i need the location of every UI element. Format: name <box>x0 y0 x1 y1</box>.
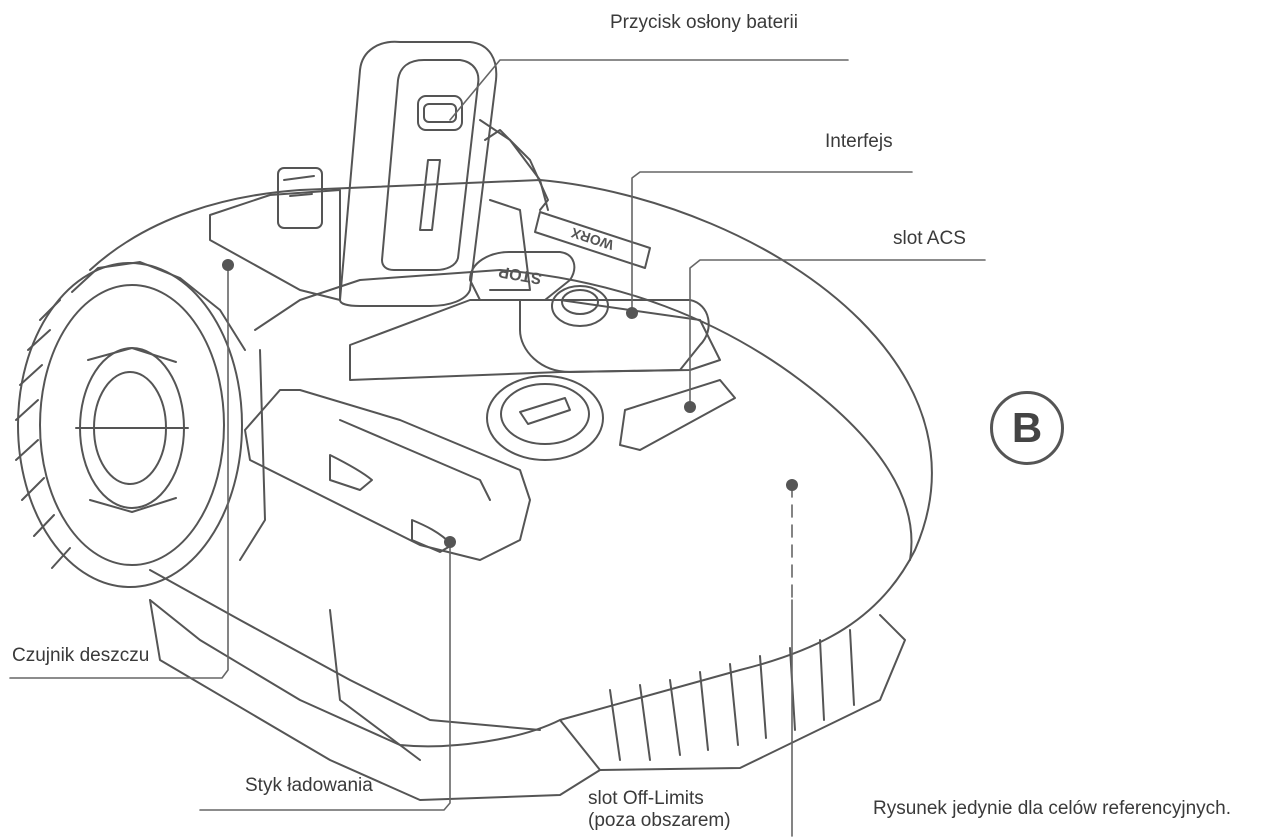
label-rain-sensor: Czujnik deszczu <box>12 645 150 666</box>
battery-compartment <box>209 129 549 301</box>
battery-cover <box>339 40 498 307</box>
label-off-limits-line1: slot Off-Limits <box>588 788 704 809</box>
left-wheel <box>15 261 246 588</box>
leader-dots <box>222 259 798 548</box>
leader-acs <box>689 259 986 408</box>
charging-rail <box>244 389 531 561</box>
front-grille <box>559 614 906 771</box>
mower-body <box>89 179 933 801</box>
leader-battery-button <box>449 59 849 121</box>
figure-badge-letter: B <box>1011 404 1043 451</box>
label-off-limits-line2: (poza obszarem) <box>588 810 731 831</box>
label-charging-contact: Styk ładowania <box>245 775 373 796</box>
leader-lines <box>9 59 986 837</box>
leader-interface <box>631 171 913 314</box>
brand-plate <box>534 211 651 269</box>
acs-slot-shape <box>619 379 736 451</box>
leader-charging <box>199 541 451 811</box>
leader-rain-sensor <box>9 264 229 679</box>
rear-wheel <box>479 119 549 211</box>
figure-badge: B <box>990 391 1064 465</box>
label-interface: Interfejs <box>825 131 893 152</box>
label-acs-slot: slot ACS <box>893 228 966 249</box>
stop-button-text: STOP <box>497 262 543 286</box>
control-panel <box>349 251 721 381</box>
reference-footnote: Rysunek jedynie dla celów referencyjnych… <box>873 798 1232 819</box>
label-battery-cover-button: Przycisk osłony baterii <box>610 12 798 33</box>
label-off-limits-slot: slot Off-Limits (poza obszarem) <box>588 788 778 832</box>
height-dial <box>486 375 604 461</box>
